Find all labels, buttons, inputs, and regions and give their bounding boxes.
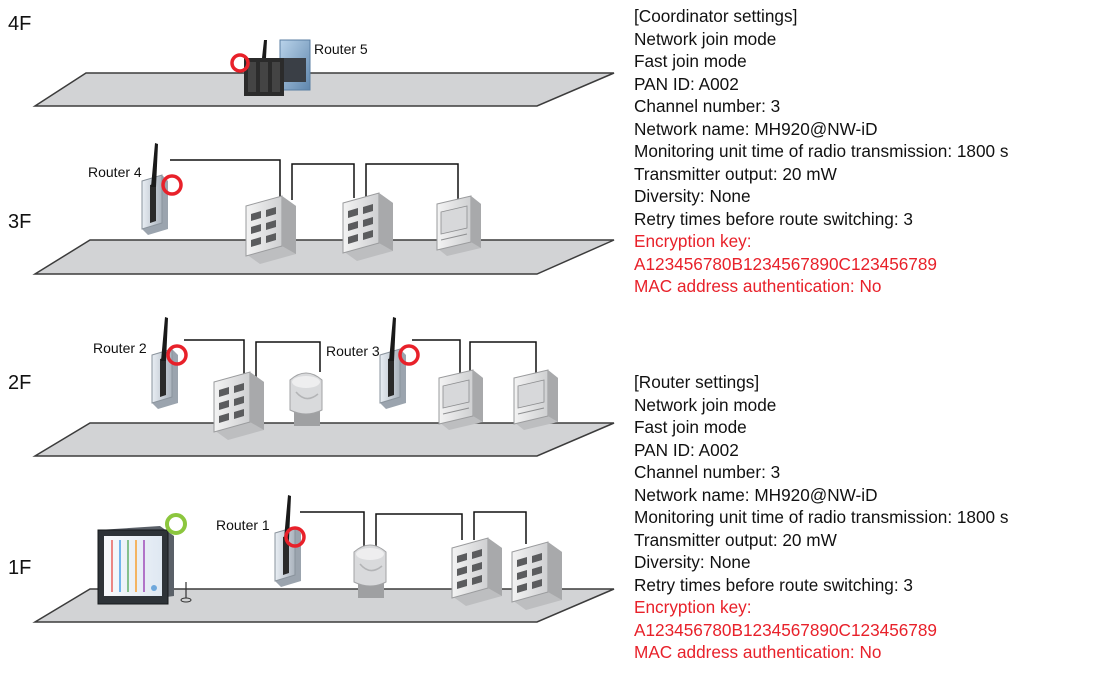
router-4-label: Router 4 xyxy=(88,164,142,180)
router-settings-header: [Router settings] xyxy=(634,372,760,392)
network-join-mode: Network join mode xyxy=(634,28,777,49)
router-5-marker xyxy=(230,53,250,73)
building-network-diagram: 4F Router 5 3F Router 4 2F Router 2 Rout… xyxy=(8,13,615,623)
pan-id: PAN ID: A002 xyxy=(634,73,739,94)
module-panel xyxy=(511,541,563,611)
floor-label-1f: 1F xyxy=(8,557,31,579)
channel-number: Channel number: 3 xyxy=(634,462,781,482)
router-3-marker xyxy=(398,344,420,366)
cables-3f xyxy=(170,159,459,200)
display-unit xyxy=(436,195,482,257)
router-3-label: Router 3 xyxy=(326,343,380,359)
coordinator-settings-block: [Coordinator settings] Network join mode… xyxy=(634,5,1103,298)
diversity: Diversity: None xyxy=(634,186,751,206)
module-panel xyxy=(213,371,265,441)
floor-label-3f: 3F xyxy=(8,211,31,233)
cylindrical-sensor xyxy=(353,544,387,599)
floor-plate-3f xyxy=(32,239,615,275)
floor-plate-4f xyxy=(32,72,615,107)
display-unit xyxy=(438,369,484,431)
encryption-key-label: Encryption key: xyxy=(634,231,752,251)
floor-label-4f: 4F xyxy=(8,13,31,35)
cables-2f xyxy=(184,339,537,378)
monitoring-unit-time: Monitoring unit time of radio transmissi… xyxy=(634,507,1009,527)
encryption-key-label: Encryption key: xyxy=(634,597,752,617)
fast-join-mode: Fast join mode xyxy=(634,51,747,71)
router-1-label: Router 1 xyxy=(216,517,270,533)
mac-address-authentication: MAC address authentication: No xyxy=(634,642,882,662)
module-panel xyxy=(451,537,503,607)
retry-times: Retry times before route switching: 3 xyxy=(634,208,913,229)
router-2-label: Router 2 xyxy=(93,340,147,356)
diversity: Diversity: None xyxy=(634,552,751,572)
pan-id: PAN ID: A002 xyxy=(634,439,739,460)
display-unit xyxy=(513,369,559,431)
channel-number: Channel number: 3 xyxy=(634,96,781,116)
encryption-key-value: A123456780B1234567890C123456789 xyxy=(634,253,937,274)
mac-address-authentication: MAC address authentication: No xyxy=(634,276,882,296)
router-2-marker xyxy=(166,344,188,366)
router-settings-block: [Router settings] Network join mode Fast… xyxy=(634,371,1103,664)
floor-label-2f: 2F xyxy=(8,372,31,394)
coordinator-marker xyxy=(165,513,187,535)
router-4-marker xyxy=(161,174,183,196)
router-5-label: Router 5 xyxy=(314,41,368,57)
network-join-mode: Network join mode xyxy=(634,394,777,415)
coordinator-settings-header: [Coordinator settings] xyxy=(634,6,798,26)
network-name: Network name: MH920@NW-iD xyxy=(634,118,878,139)
recorder-device xyxy=(97,526,192,605)
router-5-device xyxy=(244,39,311,96)
module-panel xyxy=(245,195,297,265)
fast-join-mode: Fast join mode xyxy=(634,417,747,437)
router-1-marker xyxy=(284,526,306,548)
network-name: Network name: MH920@NW-iD xyxy=(634,484,878,505)
cylindrical-sensor xyxy=(289,372,323,427)
retry-times: Retry times before route switching: 3 xyxy=(634,574,913,595)
transmitter-output: Transmitter output: 20 mW xyxy=(634,163,837,184)
cables-1f xyxy=(300,511,527,546)
transmitter-output: Transmitter output: 20 mW xyxy=(634,529,837,550)
monitoring-unit-time: Monitoring unit time of radio transmissi… xyxy=(634,141,1009,161)
module-panel xyxy=(342,192,394,262)
encryption-key-value: A123456780B1234567890C123456789 xyxy=(634,619,937,640)
